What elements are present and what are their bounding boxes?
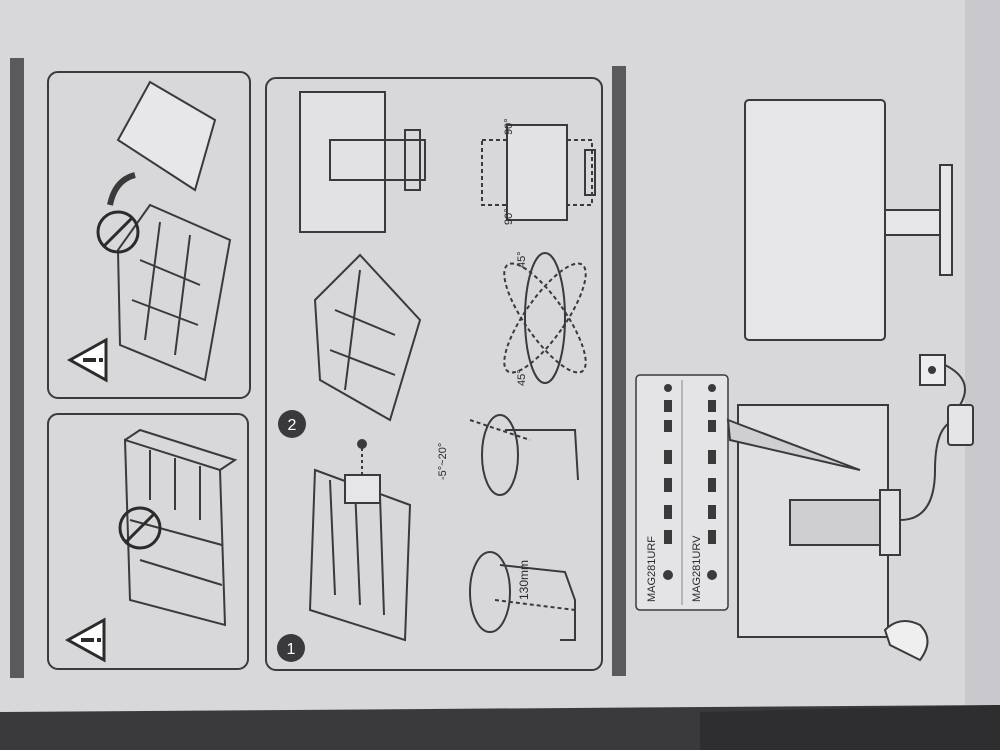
rotate-arrow-icon bbox=[107, 172, 136, 206]
model-name-2: MAG281URV bbox=[691, 535, 703, 602]
left-dark-bar bbox=[10, 58, 24, 678]
warning-icon bbox=[64, 617, 106, 663]
swivel-drawing bbox=[503, 252, 587, 384]
port-icons-row-2 bbox=[707, 384, 717, 580]
height-label: 130mm bbox=[517, 560, 531, 600]
foam-tray-drawing bbox=[116, 203, 232, 382]
foam-cover-drawing bbox=[313, 253, 422, 422]
tilt-label: -5°~20° bbox=[437, 443, 449, 480]
model-name-1: MAG281URF bbox=[646, 536, 658, 602]
warning-icon bbox=[66, 337, 108, 383]
step-2-badge: 2 bbox=[278, 410, 306, 438]
stand-side-view-height bbox=[469, 551, 576, 641]
svg-text:1: 1 bbox=[287, 641, 296, 658]
no-touch-icon bbox=[96, 210, 140, 254]
panel-assembly bbox=[265, 77, 603, 671]
pivot-top-label: 90° bbox=[503, 118, 515, 135]
base-attach-drawing bbox=[308, 439, 412, 642]
power-adapter-icon bbox=[899, 364, 974, 521]
no-touch-icon bbox=[118, 506, 162, 550]
hand-pointer-icon bbox=[883, 620, 929, 662]
monitor-front-drawing bbox=[744, 99, 953, 341]
monitor-back-drawing bbox=[299, 91, 426, 233]
panel-warning-lift bbox=[47, 71, 251, 399]
stand-side-view-tilt bbox=[469, 414, 579, 496]
step-1-badge: 1 bbox=[277, 634, 305, 662]
center-dark-bar bbox=[612, 66, 626, 676]
swivel-left-label: 45° bbox=[516, 369, 528, 386]
port-icons-row-1 bbox=[663, 384, 673, 580]
swivel-right-label: 45° bbox=[516, 251, 528, 268]
panel-warning-screen bbox=[47, 413, 249, 670]
pivot-drawing bbox=[481, 124, 596, 221]
svg-text:2: 2 bbox=[288, 417, 297, 434]
power-outlet-icon bbox=[919, 354, 946, 386]
port-table bbox=[635, 374, 729, 611]
monitor-rear-drawing bbox=[726, 404, 901, 638]
packing-foam-drawing bbox=[123, 428, 238, 627]
pivot-bottom-label: 90° bbox=[503, 208, 515, 225]
monitor-panel-drawing bbox=[116, 80, 217, 192]
